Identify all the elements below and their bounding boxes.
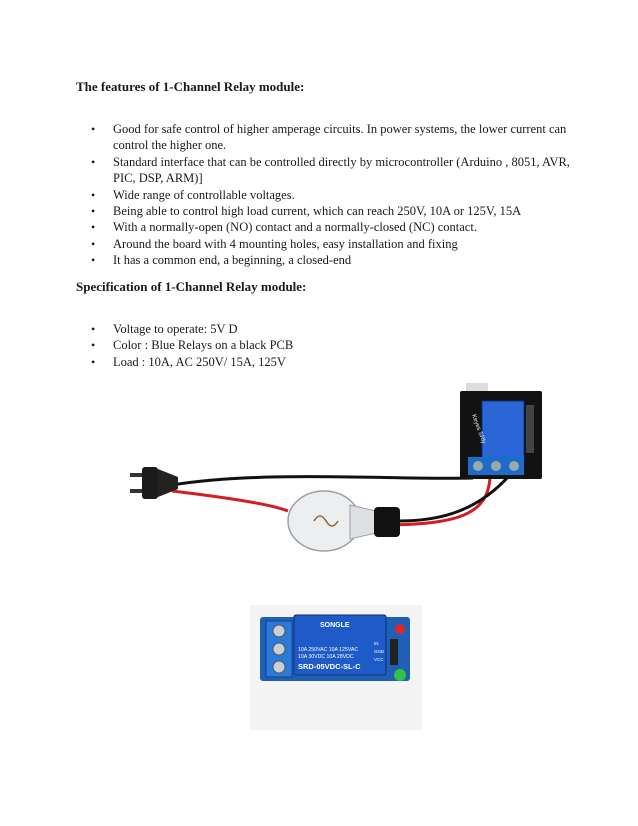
list-item: With a normally-open (NO) contact and a … [76,219,576,236]
relay-brand-label: SONGLE [320,622,350,629]
pin-label-vcc: VCC [374,657,384,662]
pin-label-gnd: GND [374,649,385,654]
relay-model-label: SRD-05VDC-SL-C [298,662,361,671]
relay-module-figure: SONGLE 10A 250VAC 10A 125VAC 10A 30VDC 1… [250,605,422,730]
list-item: Load : 10A, AC 250V/ 15A, 125V [76,354,576,371]
relay-rating-dc: 10A 30VDC 10A 28VDC [298,654,354,660]
list-item: Color : Blue Relays on a black PCB [76,337,576,354]
relay-module-illustration: SONGLE 10A 250VAC 10A 125VAC 10A 30VDC 1… [250,605,422,730]
features-list: Good for safe control of higher amperage… [76,121,576,269]
list-item: Standard interface that can be controlle… [76,154,576,187]
list-item: Wide range of controllable voltages. [76,187,576,204]
specification-list: Voltage to operate: 5V D Color : Blue Re… [76,321,576,371]
power-plug [130,467,178,499]
features-heading: The features of 1-Channel Relay module: [76,79,305,94]
list-item: Voltage to operate: 5V D [76,321,576,338]
relay-wiring-figure: Keyes SRly [128,375,553,555]
relay-wiring-illustration: Keyes SRly [130,383,542,552]
list-item: Good for safe control of higher amperage… [76,121,576,154]
relay-rating-ac: 10A 250VAC 10A 125VAC [298,647,358,653]
light-bulb [287,490,400,552]
list-item: Being able to control high load current,… [76,203,576,220]
pin-label-in: IN [374,641,379,646]
list-item: It has a common end, a beginning, a clos… [76,252,576,269]
specification-heading: Specification of 1-Channel Relay module: [76,279,307,294]
list-item: Around the board with 4 mounting holes, … [76,236,576,253]
relay-module-board: Keyes SRly [460,383,542,479]
